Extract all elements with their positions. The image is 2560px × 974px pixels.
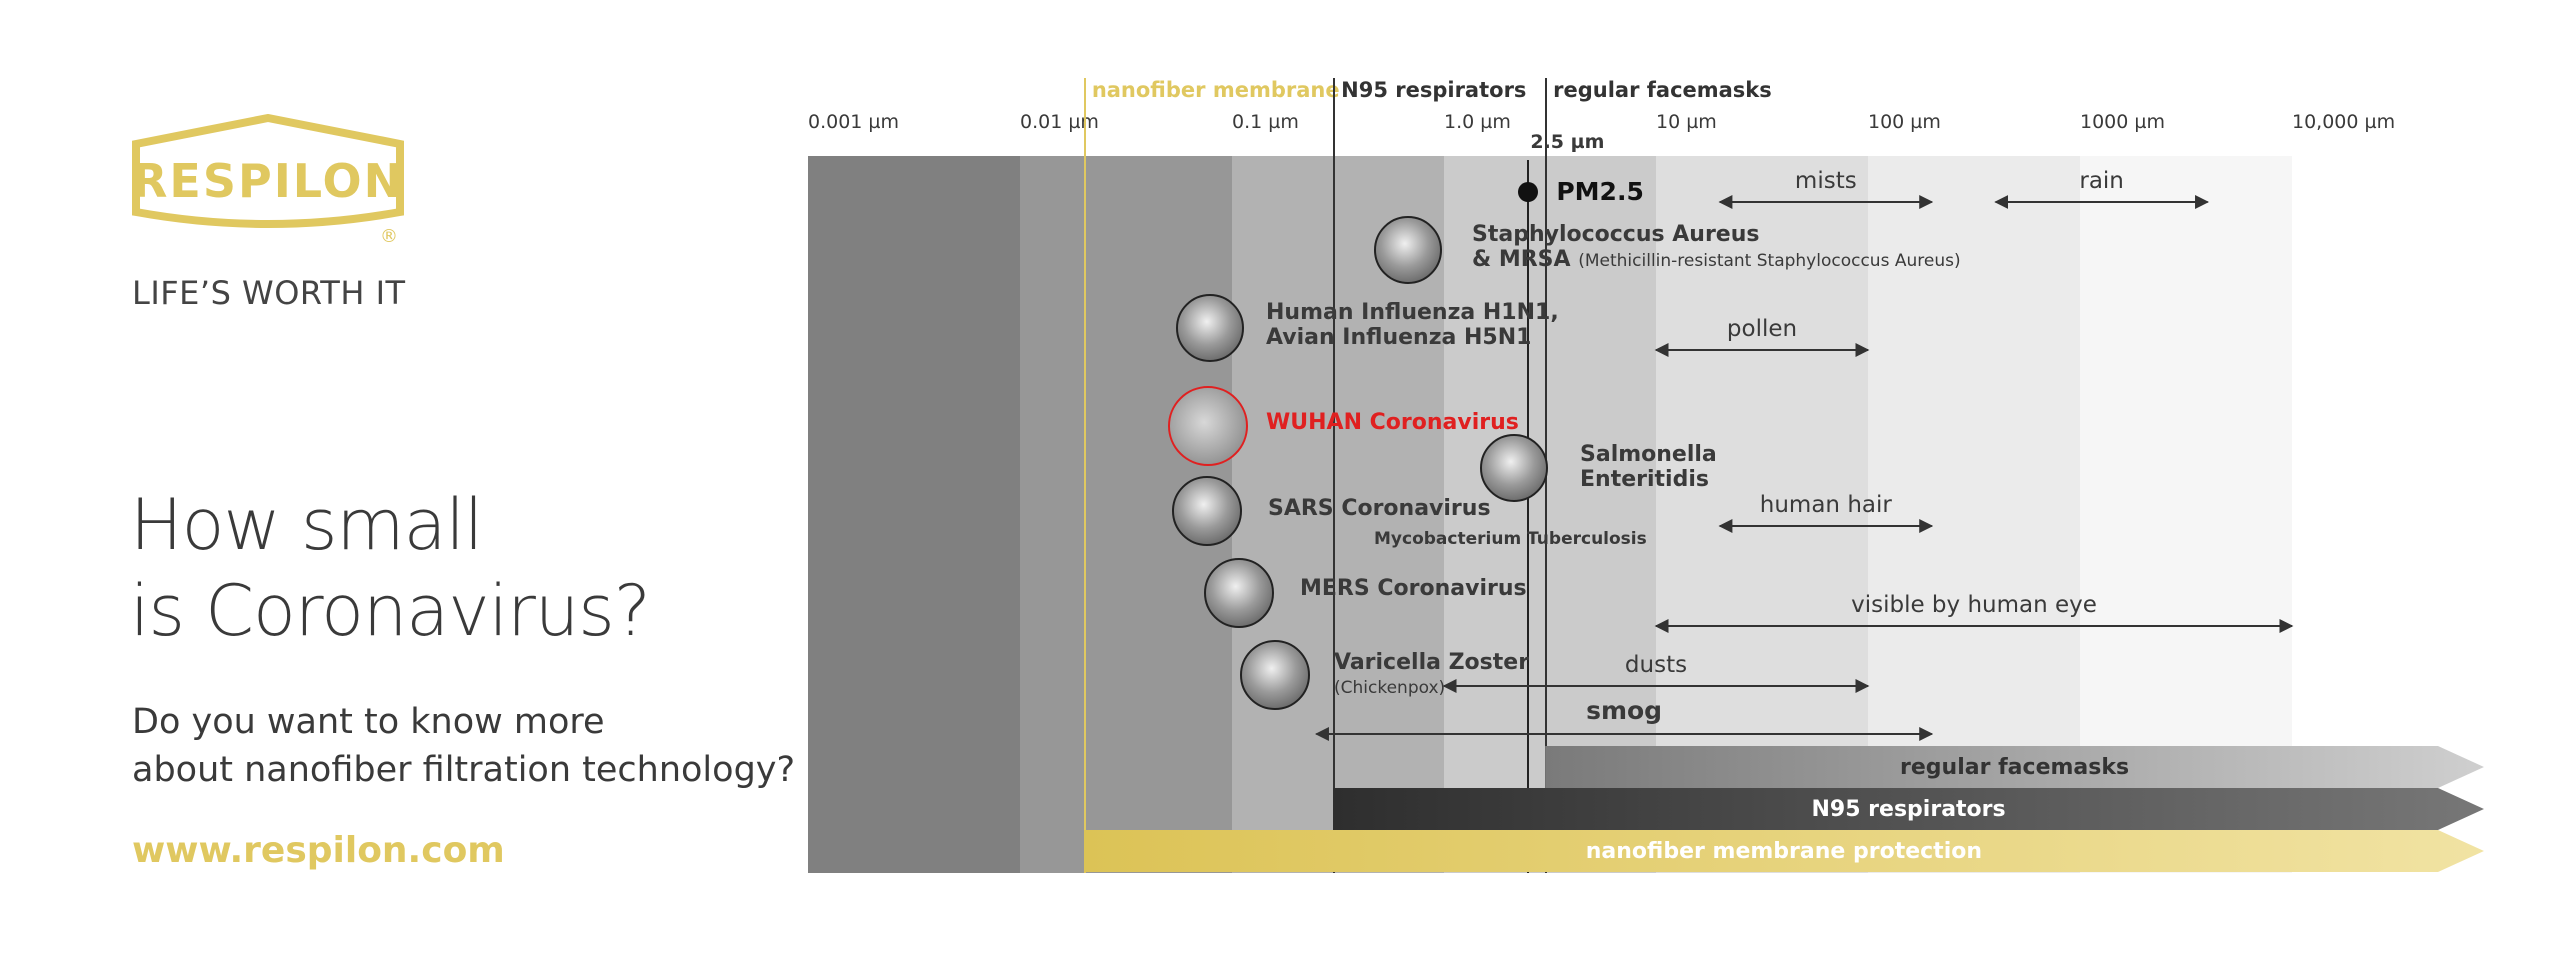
pm25-line [1527, 160, 1530, 873]
filter-line-1 [1333, 78, 1336, 873]
filter-label-2: regular facemasks [1553, 78, 1772, 102]
particle-staphylococcus-line2-row: & MRSA (Methicillin-resistant Staphyloco… [1472, 247, 1961, 272]
particle-salmonella-line1: Salmonella [1580, 442, 1717, 467]
particle-wuhan-coronavirus: WUHAN Coronavirus [1266, 410, 1519, 435]
protection-label-2: nanofiber membrane protection [1585, 838, 1983, 864]
axis-tick-2: 0.1 µm [1232, 111, 1299, 133]
protection-label-0: regular facemasks [1900, 754, 2130, 780]
axis-tick-4: 10 µm [1656, 111, 1717, 133]
headline: How small is Coronavirus? [130, 482, 651, 654]
protection-bar-0: regular facemasks [1545, 746, 2484, 788]
headline-line-1: How small [130, 484, 483, 566]
range-label-5: dusts [1624, 652, 1688, 678]
particle-salmonella: Salmonella Enteritidis [1580, 442, 1717, 493]
pm25-dot [1518, 182, 1539, 202]
subtext-line-1: Do you want to know more [132, 702, 605, 742]
particle-influenza-line2: Avian Influenza H5N1 [1266, 325, 1532, 351]
pm25-label: PM2.5 [1556, 177, 1644, 206]
size-range-arrows [1314, 195, 2294, 741]
headline-line-2: is Coronavirus? [130, 570, 651, 652]
particle-varicella: Varicella Zoster (Chickenpox) [1334, 650, 1529, 699]
coronavirus-icon [1168, 386, 1248, 466]
filter-label-0: nanofiber membrane [1091, 78, 1340, 102]
particle-influenza: Human Influenza H1N1, Avian Influenza H5… [1266, 300, 1559, 351]
axis-tick-6: 1000 µm [2080, 111, 2165, 133]
particle-staphylococcus-line1: Staphylococcus Aureus [1472, 222, 1760, 247]
size-band-0 [808, 156, 1020, 873]
particle-varicella-note: (Chickenpox) [1334, 678, 1446, 699]
range-label-4: visible by human eye [1851, 592, 2097, 618]
axis-tick-0: 0.001 µm [808, 111, 900, 133]
range-label-2: pollen [1726, 316, 1798, 342]
protection-bar-2: nanofiber membrane protection [1084, 830, 2484, 872]
range-label-6: smog [1586, 696, 1663, 725]
pm25-size-label: 2.5 µm [1530, 131, 1605, 153]
particle-salmonella-line2: Enteritidis [1580, 467, 1709, 493]
particle-staphylococcus: Staphylococcus Aureus & MRSA (Methicilli… [1472, 222, 1961, 273]
axis-tick-1: 0.01 µm [1020, 111, 1099, 133]
particle-influenza-line1: Human Influenza H1N1, [1266, 300, 1559, 325]
protection-label-1: N95 respirators [1811, 796, 2006, 822]
slogan: LIFE’S WORTH IT [132, 274, 406, 312]
axis-tick-3: 1.0 µm [1444, 111, 1511, 133]
bacteria-cluster-icon [1374, 216, 1442, 284]
influenza-virus-icon [1176, 294, 1244, 362]
salmonella-bacteria-icon [1480, 434, 1548, 502]
particle-mers-coronavirus: MERS Coronavirus [1300, 576, 1527, 601]
sars-virus-icon [1172, 476, 1242, 546]
registered-mark: ® [380, 226, 398, 247]
range-label-3: human hair [1759, 492, 1892, 518]
particle-staphylococcus-note: (Methicillin-resistant Staphylococcus Au… [1578, 251, 1961, 272]
particle-sars-coronavirus: SARS Coronavirus [1268, 496, 1491, 521]
filter-label-1: N95 respirators [1341, 78, 1527, 102]
mers-virus-icon [1204, 558, 1274, 628]
varicella-virus-icon [1240, 640, 1310, 710]
particle-staphylococcus-line2: & MRSA [1472, 247, 1571, 273]
subtext: Do you want to know more about nanofiber… [132, 698, 795, 794]
protection-bar-1: N95 respirators [1333, 788, 2484, 830]
respilon-logo: RESPILON [132, 113, 405, 254]
website-link[interactable]: www.respilon.com [132, 830, 505, 871]
axis-tick-5: 100 µm [1868, 111, 1941, 133]
brand-name: RESPILON [132, 154, 405, 208]
range-label-0: mists [1794, 168, 1857, 194]
particle-varicella-line1: Varicella Zoster [1334, 650, 1530, 675]
subtext-line-2: about nanofiber filtration technology? [132, 750, 796, 790]
particle-mycobacterium: Mycobacterium Tuberculosis [1374, 529, 1647, 549]
filter-line-0 [1083, 78, 1086, 873]
particle-size-chart: 0.001 µm 0.01 µm 0.1 µm 1.0 µm 10 µm 100 µm 10… [808, 70, 2498, 890]
range-label-1: rain [2079, 168, 2124, 194]
shield-badge-icon [132, 113, 404, 228]
axis-tick-7: 10,000 µm [2292, 111, 2396, 133]
